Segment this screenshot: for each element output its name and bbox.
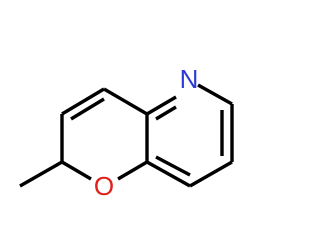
bond-c4-c8a	[146, 160, 191, 188]
bond-n-c2	[197, 83, 233, 106]
atom-label-oxygen: O	[94, 171, 114, 201]
molecule-structure: N O	[19, 64, 234, 201]
atom-label-nitrogen: N	[180, 64, 199, 94]
bond-c4-c3	[61, 87, 105, 116]
bond-c4a-c4	[103, 87, 148, 116]
bond-c3-c4	[189, 160, 233, 188]
bond-c2-methyl	[19, 160, 63, 188]
bond-o-c8a	[117, 160, 148, 181]
bond-c4-c3-inner	[70, 97, 105, 121]
bond-c4a-n	[146, 95, 177, 116]
bond-c4-c8a-inner	[155, 155, 191, 177]
bond-c2-o	[61, 160, 92, 181]
bond-c4a-n-inner	[155, 105, 177, 121]
